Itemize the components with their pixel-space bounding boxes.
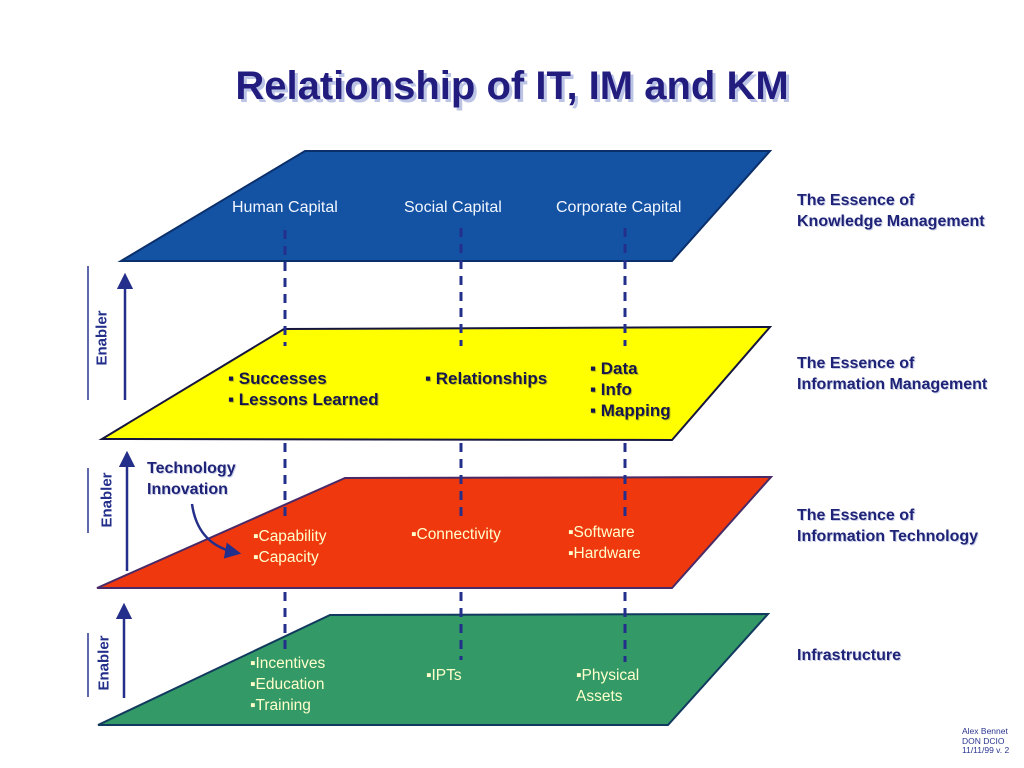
essence-information-management: The Essence of Information Management — [797, 353, 987, 395]
enabler-label-3: Enabler — [95, 635, 113, 691]
infra-item-physical: ▪Physical — [576, 667, 640, 684]
enabler-label-1: Enabler — [93, 310, 111, 366]
infra-item-assets: Assets — [576, 688, 623, 705]
infra-item-ipts: ▪IPTs — [426, 667, 462, 684]
technology-innovation-line2: Innovation — [147, 481, 228, 498]
im-items-col2: ▪ Relationships — [425, 368, 547, 389]
technology-innovation-note: Technology Innovation — [147, 458, 236, 500]
essence-knowledge-management: The Essence of Knowledge Management — [797, 190, 985, 232]
it-item-capacity: ▪Capacity — [253, 549, 319, 566]
essence-infrastructure: Infrastructure — [797, 647, 902, 664]
enabler-label-2: Enabler — [98, 472, 116, 528]
it-layer-parallelogram — [96, 475, 774, 589]
infra-items-col1: ▪Incentives ▪Education ▪Training — [250, 653, 325, 716]
im-item-info: ▪ Info — [590, 380, 632, 399]
km-layer-parallelogram — [117, 150, 773, 262]
infra-item-incentives: ▪Incentives — [250, 655, 326, 672]
it-items-col3: ▪Software ▪Hardware — [568, 522, 641, 564]
im-item-relationships: ▪ Relationships — [425, 369, 548, 388]
im-items-col1: ▪ Successes ▪ Lessons Learned — [228, 368, 379, 410]
im-item-successes: ▪ Successes — [228, 369, 327, 388]
it-item-capability: ▪Capability — [253, 528, 327, 545]
credits-date-version: 11/11/99 v. 2 — [962, 745, 1010, 755]
essence-im-line1: The Essence of — [797, 355, 915, 372]
credits-author: Alex Bennet — [962, 726, 1008, 736]
it-item-software: ▪Software — [568, 524, 635, 541]
it-items-col2: ▪Connectivity — [411, 524, 501, 545]
im-layer-parallelogram — [98, 325, 773, 442]
km-label-human-capital: Human Capital — [232, 199, 338, 216]
infra-items-col2: ▪IPTs — [426, 665, 462, 686]
technology-innovation-line1: Technology — [147, 460, 236, 477]
im-items-col3: ▪ Data ▪ Info ▪ Mapping — [590, 358, 671, 421]
essence-it-line2: Information Technology — [797, 528, 979, 545]
im-item-mapping: ▪ Mapping — [590, 401, 671, 420]
credits-org: DON DCIO — [962, 735, 1005, 746]
essence-km-line1: The Essence of — [797, 192, 915, 209]
infra-items-col3: ▪Physical Assets — [576, 665, 639, 707]
essence-information-technology: The Essence of Information Technology — [797, 505, 978, 547]
infra-item-training: ▪Training — [250, 697, 311, 714]
im-item-lessons-learned: ▪ Lessons Learned — [228, 390, 379, 409]
essence-im-line2: Information Management — [797, 376, 988, 393]
essence-it-line1: The Essence of — [797, 507, 915, 524]
technology-innovation-arrow — [190, 503, 242, 559]
infra-item-education: ▪Education — [250, 676, 325, 693]
credits-block: Alex Bennet DON DCIO 11/11/99 v. 2 — [962, 726, 1010, 756]
essence-km-line2: Knowledge Management — [797, 213, 985, 230]
it-item-connectivity: ▪Connectivity — [411, 526, 501, 543]
km-label-corporate-capital: Corporate Capital — [556, 199, 682, 216]
km-label-social-capital: Social Capital — [404, 199, 502, 216]
page-title: Relationship of IT, IM and KM — [235, 64, 789, 108]
it-item-hardware: ▪Hardware — [568, 545, 641, 562]
infra-layer-parallelogram — [97, 612, 771, 726]
it-items-col1: ▪Capability ▪Capacity — [253, 526, 327, 568]
im-item-data: ▪ Data — [590, 359, 638, 378]
